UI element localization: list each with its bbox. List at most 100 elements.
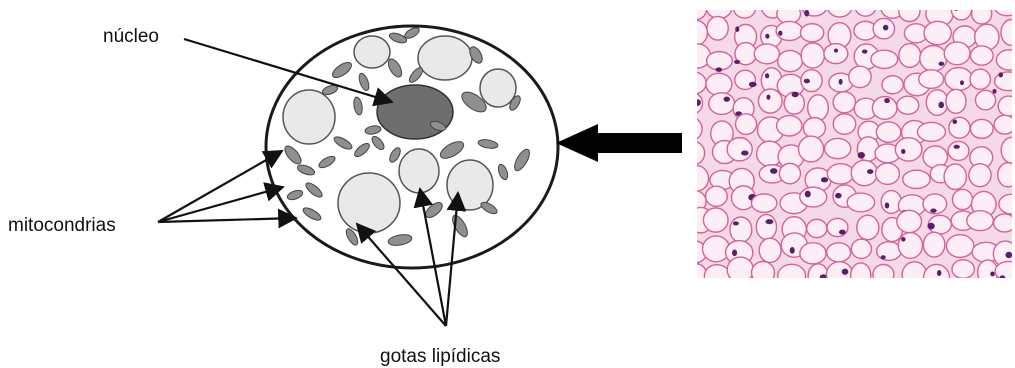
lipid-droplet [283,90,335,144]
micrograph-cell [778,50,803,71]
micrograph-nucleus [834,48,838,52]
micrograph-nucleus [927,223,934,230]
micrograph-cell [920,45,947,71]
micrograph-cell [952,189,972,209]
micrograph-nucleus [990,272,995,277]
micrograph-nucleus [937,270,941,276]
micrograph-cell [998,96,1015,116]
micrograph-cell [754,44,779,64]
micrograph-cell [946,235,973,258]
micrograph-cell [707,52,733,70]
lipid-droplet [480,69,516,107]
micrograph-nucleus [854,1,861,7]
micrograph-nucleus [716,67,723,71]
micrograph-cell [833,92,855,113]
micrograph-nucleus [804,79,810,84]
micrograph-nucleus [862,50,868,54]
micrograph-cell [736,114,757,135]
micrograph-cell [685,44,711,68]
micrograph-nucleus [835,193,842,199]
micrograph-nucleus [764,278,770,282]
micrograph-cell [924,21,951,44]
micrograph-cell [970,119,993,138]
micrograph-cell [730,217,752,242]
micrograph-cell [686,21,707,45]
mitochondria-pointer [158,187,283,222]
micrograph-nucleus [839,230,846,235]
micrograph-nucleus [953,145,959,149]
micrograph-cell [684,142,705,165]
micrograph-cell [923,232,944,257]
micrograph-nucleus [1005,252,1012,258]
micrograph-cell [946,89,966,113]
micrograph-nucleus [952,120,957,125]
micrograph-cell [706,186,728,206]
micrograph-nucleus [695,99,701,106]
micrograph-nucleus [765,73,769,78]
micrograph-nucleus [768,4,775,9]
micrograph-cell [876,122,900,142]
micrograph-nucleus [749,82,757,87]
micrograph-cell [851,160,877,185]
micrograph-nucleus [883,25,889,31]
micrograph-cell [855,0,877,16]
lipid-droplet [399,149,439,193]
micrograph-cell [882,76,903,94]
nucleus-label: núcleo [103,26,159,47]
micrograph-cell [917,122,945,141]
mitochondria-label: mitocondrias [8,215,116,236]
micrograph-nucleus [735,26,739,32]
lipid-droplet [418,36,472,80]
micrograph-cell [1001,20,1015,46]
micrograph-cell [903,170,930,188]
micrograph-nucleus [884,98,890,103]
micrograph-nucleus [901,149,905,154]
micrograph-nucleus [858,152,865,158]
micrograph-cell [833,114,856,135]
micrograph-cell [924,264,950,290]
micrograph-nucleus [770,168,777,174]
micrograph-cell [899,1,920,21]
micrograph-cell [825,138,851,158]
micrograph-cell [704,265,729,287]
micrograph-cell [801,43,824,68]
micrograph-cell [707,16,728,40]
micrograph-cell [779,163,800,183]
micrograph-cell [944,164,966,190]
micrograph-nucleus [766,94,770,99]
micrograph-cell [871,50,898,68]
micrograph-nucleus [732,249,737,256]
micrograph-nucleus [741,151,748,156]
micrograph-cell [897,210,922,232]
micrograph-cell [995,261,1015,281]
micrograph-nucleus [901,237,905,242]
micrograph-nucleus [842,269,849,275]
micrograph-cell [800,24,823,42]
micrograph-cell [808,95,829,121]
micrograph-cell [685,166,708,191]
micrograph-cell [751,194,776,212]
micrograph-nucleus [881,255,886,259]
micrograph-cell [945,68,973,91]
micrograph-cell [951,0,971,20]
cell-membrane [266,26,558,268]
micrograph-nucleus [685,278,690,282]
micrograph-cell [919,70,944,89]
micrograph-cell [807,219,827,237]
micrograph-nucleus [805,191,811,198]
micrograph-nucleus [692,0,700,5]
micrograph-nucleus [896,4,902,9]
micrograph-nucleus [688,175,694,181]
micrograph-nucleus [765,219,773,224]
micrograph-nucleus [821,177,828,182]
micrograph-cell [759,238,781,262]
micrograph-cell [778,264,806,287]
micrograph-nucleus [939,62,945,66]
micrograph-nucleus [876,280,883,286]
micrograph-nucleus [992,89,996,94]
micrograph-cell [944,42,970,65]
micrograph-cell [967,211,994,231]
micrograph-cell [849,66,871,87]
micrograph-nucleus [839,79,843,85]
